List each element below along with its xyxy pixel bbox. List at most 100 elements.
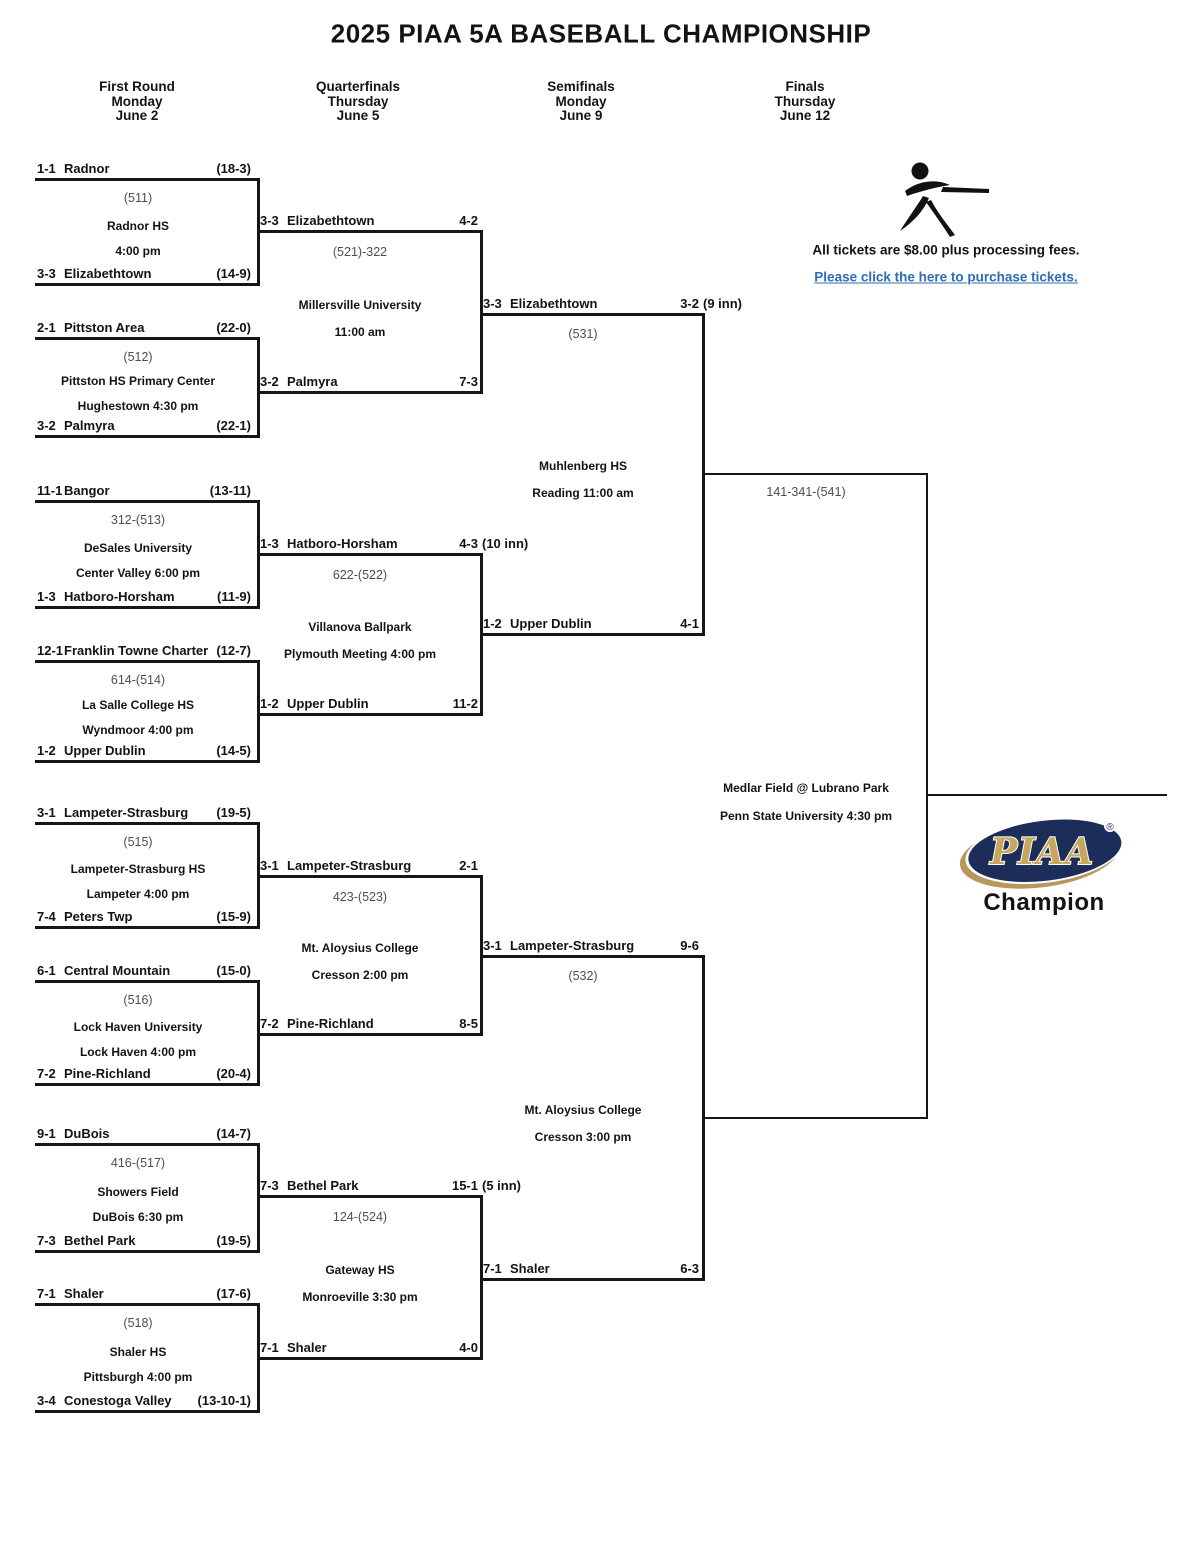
round-header-label: Semifinals (547, 79, 615, 94)
round-header-label: Finals (785, 79, 825, 94)
bracket-line (257, 1357, 483, 1360)
game-venue: Shaler HS (109, 1344, 167, 1359)
team-seed: 7-3 (37, 1233, 56, 1248)
team-seed: 7-3 (260, 1178, 279, 1193)
game-time: 11:00 am (334, 324, 386, 339)
bracket-line (35, 1083, 260, 1086)
team-record: (19-5) (216, 805, 251, 820)
team-record: (20-4) (216, 1066, 251, 1081)
bracket-line (35, 1143, 260, 1146)
bracket-line (35, 926, 260, 929)
bracket-connector (257, 1143, 260, 1253)
bracket-line (35, 337, 260, 340)
team-name: Bethel Park (287, 1178, 359, 1193)
team-name: Elizabethtown (510, 296, 598, 311)
bracket-line (257, 875, 483, 878)
bracket-connector (257, 660, 260, 763)
team-seed: 3-2 (260, 374, 279, 389)
team-record: (13-10-1) (197, 1393, 251, 1408)
game-number: (512) (123, 350, 153, 364)
score-note: (5 inn) (482, 1178, 521, 1193)
team-name: Shaler (510, 1261, 550, 1276)
final-connector (926, 473, 928, 1119)
bracket-line (480, 955, 705, 958)
game-number: (518) (123, 1316, 153, 1330)
bracket-line (35, 500, 260, 503)
game-time: Lampeter 4:00 pm (86, 887, 190, 901)
game-number: 124-(524) (332, 1210, 388, 1224)
team-record: (18-3) (216, 161, 251, 176)
game-number: 614-(514) (110, 673, 166, 687)
game-venue: DeSales University (83, 541, 193, 555)
game-score: 2-1 (459, 858, 478, 873)
game-time: Monroeville 3:30 pm (302, 1290, 418, 1304)
team-seed: 3-2 (37, 418, 56, 433)
team-name: Upper Dublin (64, 743, 146, 758)
bracket-line (257, 391, 483, 394)
team-name: Pine-Richland (287, 1016, 374, 1031)
bracket-line (257, 1195, 483, 1198)
team-seed: 6-1 (37, 963, 56, 978)
round-header-day: Thursday (774, 93, 836, 109)
team-seed: 2-1 (37, 320, 56, 335)
bracket-line (257, 553, 483, 556)
game-time: Wyndmoor 4:00 pm (82, 723, 194, 737)
team-seed: 3-3 (37, 266, 56, 281)
game-score: 4-3 (459, 536, 478, 551)
round-header-label: First Round (99, 79, 175, 94)
team-record: (17-6) (216, 1286, 251, 1301)
team-seed: 7-1 (37, 1286, 56, 1301)
final-bottom-line (702, 1117, 928, 1119)
game-number: (521)-322 (332, 245, 388, 259)
team-record: (22-0) (216, 320, 251, 335)
team-seed: 1-2 (37, 743, 56, 758)
team-seed: 3-1 (37, 805, 56, 820)
game-time: Plymouth Meeting 4:00 pm (283, 647, 437, 661)
game-time: Cresson 3:00 pm (534, 1129, 632, 1144)
final-venue: Medlar Field @ Lubrano Park (723, 781, 889, 795)
team-name: Palmyra (64, 418, 115, 433)
game-venue: Millersville University (298, 297, 422, 312)
bracket-connector (480, 1195, 483, 1360)
game-score: 8-5 (459, 1016, 478, 1031)
piaa-logo: PIAA ® (959, 818, 1123, 889)
round-header-date: June 9 (559, 108, 603, 123)
bracket-line (35, 1410, 260, 1413)
round-header-date: June 5 (336, 108, 380, 123)
game-number: 312-(513) (110, 513, 166, 527)
team-seed: 7-1 (260, 1340, 279, 1355)
champion-line (926, 794, 1167, 796)
game-venue: Showers Field (97, 1184, 179, 1199)
game-number: (531) (568, 327, 598, 341)
team-seed: 9-1 (37, 1126, 56, 1141)
game-number: 622-(522) (332, 568, 388, 582)
game-venue: La Salle College HS (81, 698, 195, 712)
team-record: (14-7) (216, 1126, 251, 1141)
game-time: DuBois 6:30 pm (92, 1209, 184, 1224)
round-header-date: June 12 (779, 108, 831, 123)
game-venue: Gateway HS (325, 1263, 395, 1277)
team-record: (14-5) (216, 743, 251, 758)
team-seed: 3-3 (483, 296, 502, 311)
bracket-line (35, 660, 260, 663)
game-venue: Lampeter-Strasburg HS (70, 862, 206, 876)
purchase-tickets-link[interactable]: Please click the here to purchase ticket… (814, 269, 1078, 285)
bracket-line (35, 822, 260, 825)
game-score: 7-3 (459, 374, 478, 389)
game-time: Cresson 2:00 pm (311, 968, 409, 982)
team-record: (14-9) (216, 266, 251, 281)
